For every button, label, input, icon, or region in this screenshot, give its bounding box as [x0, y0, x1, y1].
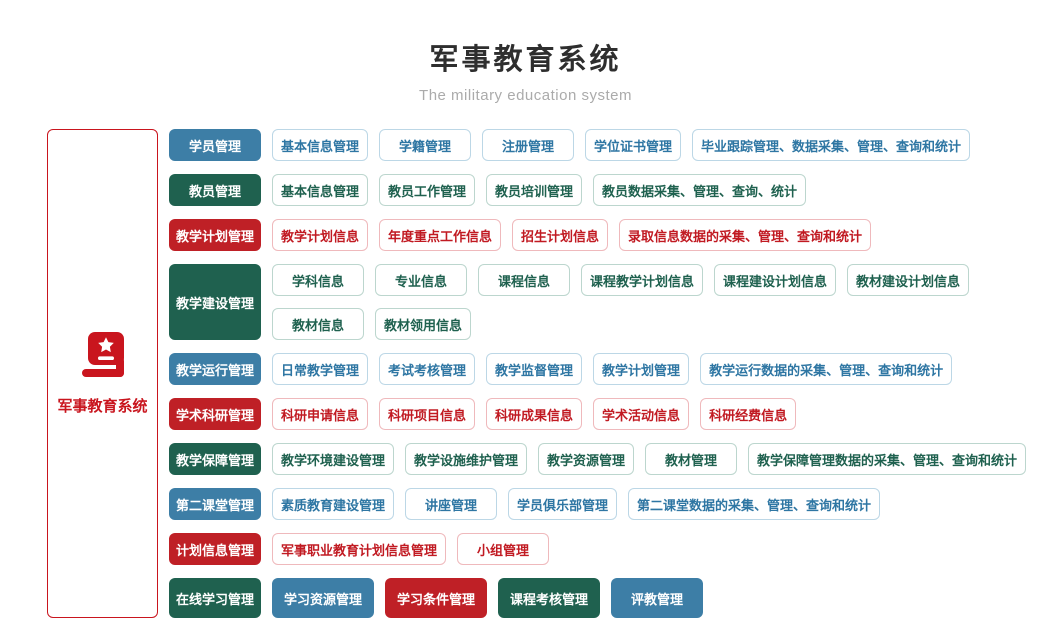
- item-button[interactable]: 科研成果信息: [486, 398, 583, 430]
- item-button[interactable]: 课程信息: [478, 264, 570, 296]
- item-lines: 素质教育建设管理讲座管理学员俱乐部管理第二课堂数据的采集、管理、查询和统计: [272, 488, 881, 520]
- item-button[interactable]: 毕业跟踪管理、数据采集、管理、查询和统计: [692, 129, 971, 161]
- item-button[interactable]: 教材领用信息: [375, 308, 472, 340]
- category-row: 教学保障管理教学环境建设管理教学设施维护管理教学资源管理教材管理教学保障管理数据…: [169, 443, 1027, 475]
- page: 军事教育系统 The military education system 军事教…: [47, 44, 1051, 618]
- category-row: 教学运行管理日常教学管理考试考核管理教学监督管理教学计划管理教学运行数据的采集、…: [169, 353, 1026, 385]
- category-row: 教员管理基本信息管理教员工作管理教员培训管理教员数据采集、管理、查询、统计: [169, 174, 1026, 206]
- item-line: 素质教育建设管理讲座管理学员俱乐部管理第二课堂数据的采集、管理、查询和统计: [272, 488, 881, 520]
- item-button[interactable]: 基本信息管理: [272, 174, 369, 206]
- item-button[interactable]: 考试考核管理: [379, 353, 476, 385]
- item-button[interactable]: 教学资源管理: [538, 443, 635, 475]
- system-root-label: 军事教育系统: [57, 398, 148, 415]
- item-button[interactable]: 年度重点工作信息: [379, 219, 502, 251]
- item-line: 日常教学管理考试考核管理教学监督管理教学计划管理教学运行数据的采集、管理、查询和…: [272, 353, 953, 385]
- category-row: 学员管理基本信息管理学籍管理注册管理学位证书管理毕业跟踪管理、数据采集、管理、查…: [169, 129, 1026, 161]
- category-button[interactable]: 第二课堂管理: [169, 488, 261, 520]
- item-button[interactable]: 学员俱乐部管理: [508, 488, 618, 520]
- item-button[interactable]: 评教管理: [611, 578, 704, 618]
- category-button[interactable]: 教学运行管理: [169, 353, 261, 385]
- item-button[interactable]: 学科信息: [272, 264, 364, 296]
- book-star-icon: [80, 331, 126, 382]
- item-lines: 学习资源管理学习条件管理课程考核管理评教管理: [272, 578, 704, 618]
- item-line: 学科信息专业信息课程信息课程教学计划信息课程建设计划信息教材建设计划信息: [272, 264, 970, 296]
- item-button[interactable]: 教学计划信息: [272, 219, 369, 251]
- item-button[interactable]: 科研申请信息: [272, 398, 369, 430]
- item-button[interactable]: 专业信息: [375, 264, 467, 296]
- item-button[interactable]: 第二课堂数据的采集、管理、查询和统计: [628, 488, 881, 520]
- category-rows: 学员管理基本信息管理学籍管理注册管理学位证书管理毕业跟踪管理、数据采集、管理、查…: [169, 129, 1027, 618]
- category-button[interactable]: 教学保障管理: [169, 443, 261, 475]
- category-button[interactable]: 教员管理: [169, 174, 261, 206]
- item-button[interactable]: 学术活动信息: [593, 398, 690, 430]
- item-lines: 基本信息管理教员工作管理教员培训管理教员数据采集、管理、查询、统计: [272, 174, 807, 206]
- item-button[interactable]: 教学环境建设管理: [272, 443, 395, 475]
- item-button[interactable]: 素质教育建设管理: [272, 488, 395, 520]
- item-lines: 学科信息专业信息课程信息课程教学计划信息课程建设计划信息教材建设计划信息教材信息…: [272, 264, 970, 340]
- item-button[interactable]: 教材信息: [272, 308, 364, 340]
- category-button[interactable]: 学员管理: [169, 129, 261, 161]
- item-button[interactable]: 招生计划信息: [512, 219, 609, 251]
- item-button[interactable]: 教材管理: [645, 443, 738, 475]
- category-button[interactable]: 学术科研管理: [169, 398, 261, 430]
- item-button[interactable]: 基本信息管理: [272, 129, 369, 161]
- item-button[interactable]: 科研项目信息: [379, 398, 476, 430]
- item-button[interactable]: 科研经费信息: [700, 398, 797, 430]
- category-button[interactable]: 计划信息管理: [169, 533, 261, 565]
- system-map: 军事教育系统 学员管理基本信息管理学籍管理注册管理学位证书管理毕业跟踪管理、数据…: [47, 129, 1051, 618]
- item-button[interactable]: 教学运行数据的采集、管理、查询和统计: [700, 353, 953, 385]
- item-button[interactable]: 学籍管理: [379, 129, 472, 161]
- item-button[interactable]: 教员工作管理: [379, 174, 476, 206]
- item-lines: 基本信息管理学籍管理注册管理学位证书管理毕业跟踪管理、数据采集、管理、查询和统计: [272, 129, 971, 161]
- item-line: 科研申请信息科研项目信息科研成果信息学术活动信息科研经费信息: [272, 398, 797, 430]
- category-button[interactable]: 在线学习管理: [169, 578, 261, 618]
- category-row: 计划信息管理军事职业教育计划信息管理小组管理: [169, 533, 1026, 565]
- item-button[interactable]: 教材建设计划信息: [847, 264, 970, 296]
- item-button[interactable]: 课程建设计划信息: [714, 264, 837, 296]
- item-button[interactable]: 教学计划管理: [593, 353, 690, 385]
- item-button[interactable]: 教员培训管理: [486, 174, 583, 206]
- item-lines: 教学环境建设管理教学设施维护管理教学资源管理教材管理教学保障管理数据的采集、管理…: [272, 443, 1027, 475]
- item-button[interactable]: 讲座管理: [405, 488, 498, 520]
- item-button[interactable]: 课程考核管理: [498, 578, 601, 618]
- item-button[interactable]: 录取信息数据的采集、管理、查询和统计: [619, 219, 872, 251]
- item-line: 学习资源管理学习条件管理课程考核管理评教管理: [272, 578, 704, 618]
- item-line: 教学环境建设管理教学设施维护管理教学资源管理教材管理教学保障管理数据的采集、管理…: [272, 443, 1027, 475]
- item-button[interactable]: 学习资源管理: [272, 578, 375, 618]
- item-button[interactable]: 小组管理: [457, 533, 550, 565]
- page-title: 军事教育系统: [429, 44, 622, 76]
- item-line: 教材信息教材领用信息: [272, 308, 969, 340]
- item-lines: 军事职业教育计划信息管理小组管理: [272, 533, 550, 565]
- item-button[interactable]: 学习条件管理: [385, 578, 488, 618]
- category-row: 第二课堂管理素质教育建设管理讲座管理学员俱乐部管理第二课堂数据的采集、管理、查询…: [169, 488, 1026, 520]
- category-row: 在线学习管理学习资源管理学习条件管理课程考核管理评教管理: [169, 578, 1026, 618]
- category-row: 学术科研管理科研申请信息科研项目信息科研成果信息学术活动信息科研经费信息: [169, 398, 1026, 430]
- category-button[interactable]: 教学建设管理: [169, 264, 261, 340]
- item-button[interactable]: 课程教学计划信息: [581, 264, 704, 296]
- item-lines: 科研申请信息科研项目信息科研成果信息学术活动信息科研经费信息: [272, 398, 797, 430]
- item-button[interactable]: 军事职业教育计划信息管理: [272, 533, 447, 565]
- category-row: 教学建设管理学科信息专业信息课程信息课程教学计划信息课程建设计划信息教材建设计划…: [169, 264, 1026, 340]
- system-root-node[interactable]: 军事教育系统: [47, 129, 158, 618]
- item-lines: 日常教学管理考试考核管理教学监督管理教学计划管理教学运行数据的采集、管理、查询和…: [272, 353, 953, 385]
- item-button[interactable]: 注册管理: [482, 129, 575, 161]
- item-button[interactable]: 教学设施维护管理: [405, 443, 528, 475]
- category-row: 教学计划管理教学计划信息年度重点工作信息招生计划信息录取信息数据的采集、管理、查…: [169, 219, 1026, 251]
- item-button[interactable]: 学位证书管理: [585, 129, 682, 161]
- item-line: 基本信息管理教员工作管理教员培训管理教员数据采集、管理、查询、统计: [272, 174, 807, 206]
- category-button[interactable]: 教学计划管理: [169, 219, 261, 251]
- page-subtitle: The military education system: [419, 87, 632, 104]
- item-button[interactable]: 教学监督管理: [486, 353, 583, 385]
- item-line: 军事职业教育计划信息管理小组管理: [272, 533, 550, 565]
- item-line: 教学计划信息年度重点工作信息招生计划信息录取信息数据的采集、管理、查询和统计: [272, 219, 872, 251]
- item-line: 基本信息管理学籍管理注册管理学位证书管理毕业跟踪管理、数据采集、管理、查询和统计: [272, 129, 971, 161]
- item-button[interactable]: 教员数据采集、管理、查询、统计: [593, 174, 807, 206]
- item-lines: 教学计划信息年度重点工作信息招生计划信息录取信息数据的采集、管理、查询和统计: [272, 219, 872, 251]
- item-button[interactable]: 教学保障管理数据的采集、管理、查询和统计: [748, 443, 1027, 475]
- item-button[interactable]: 日常教学管理: [272, 353, 369, 385]
